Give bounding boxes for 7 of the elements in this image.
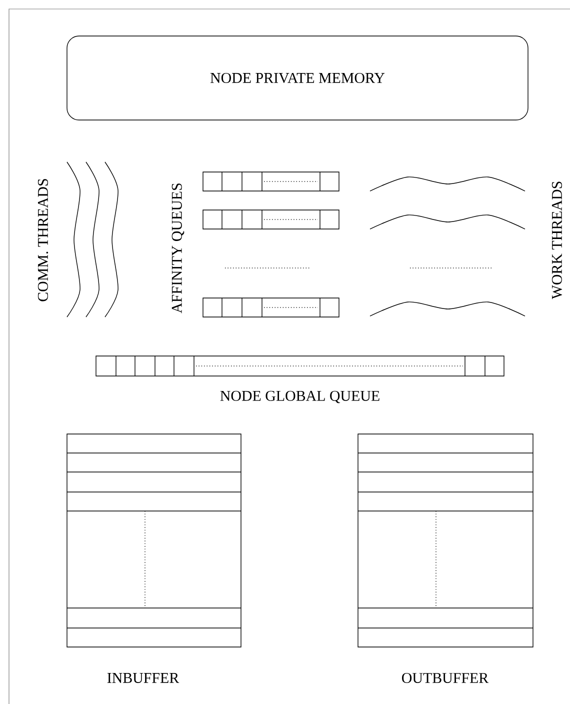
buffer-label: OUTBUFFER [402,672,489,684]
rotated-label: COMM. THREADS [38,179,48,302]
memory-box: NODE PRIVATE MEMORY [66,36,528,120]
rotated-label: WORK THREADS [552,182,562,300]
queue-label: NODE GLOBAL QUEUE [220,390,380,404]
rotated-label: AFFINITY QUEUES [172,184,184,314]
buffer-label: INBUFFER [107,673,180,683]
